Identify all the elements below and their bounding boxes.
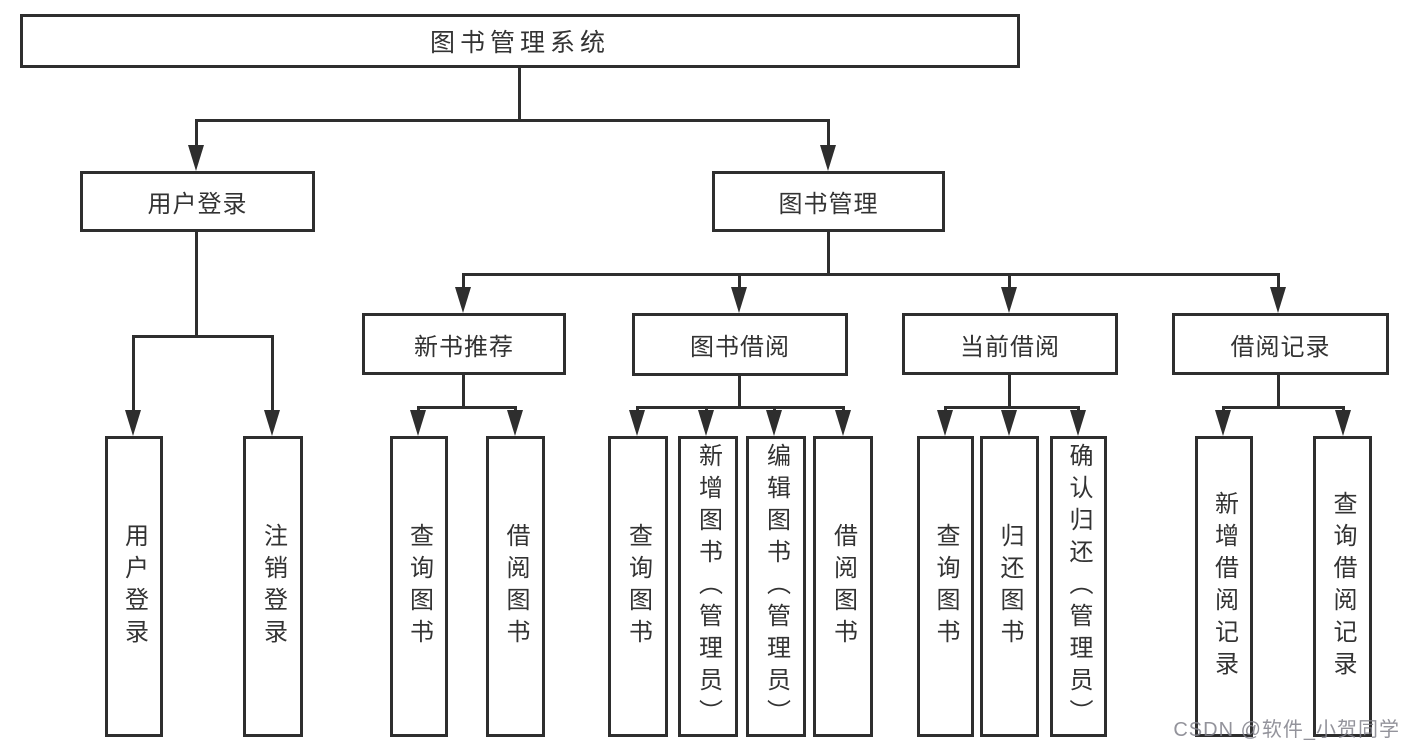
connector-line [462,273,1280,276]
leaf-edit-book-admin-label: 编辑图书（管理员） [762,442,790,731]
node-user-login-label: 用户登录 [147,191,248,218]
leaf-borrow-books-recommend: 借阅图书 [486,436,545,737]
leaf-user-login: 用户登录 [105,436,163,737]
leaf-query-books-borrow: 查询图书 [608,436,668,737]
arrowhead-icon [1215,410,1231,436]
arrowhead-icon [1335,410,1351,436]
arrowhead-icon [264,410,280,436]
node-new-book-recommend: 新书推荐 [362,313,566,375]
arrowhead-icon [188,145,204,171]
arrowhead-icon [1001,287,1017,313]
leaf-query-books-current: 查询图书 [917,436,974,737]
connector-line [1277,375,1280,408]
arrowhead-icon [698,410,714,436]
arrowhead-icon [1270,287,1286,313]
connector-line [417,406,517,409]
arrowhead-icon [820,145,836,171]
connector-line [462,273,465,291]
leaf-edit-book-admin: 编辑图书（管理员） [746,436,806,737]
leaf-logout-label: 注销登录 [259,522,287,651]
leaf-borrow-books-recommend-label: 借阅图书 [502,522,529,651]
connector-line [738,273,741,291]
leaf-query-borrow-record: 查询借阅记录 [1313,436,1372,737]
node-borrow-records-label: 借阅记录 [1230,333,1331,361]
node-root-label: 图书管理系统 [429,29,610,57]
arrowhead-icon [125,410,141,436]
node-book-borrow: 图书借阅 [632,313,848,376]
connector-line [195,119,198,149]
node-book-borrow-label: 图书借阅 [690,334,790,361]
connector-line [1008,273,1011,291]
connector-line [944,406,1080,409]
arrowhead-icon [1001,410,1017,436]
connector-line [827,232,830,275]
connector-line [1008,375,1011,408]
leaf-add-book-admin-label: 新增图书（管理员） [694,442,722,731]
arrowhead-icon [766,410,782,436]
arrowhead-icon [937,410,953,436]
arrowhead-icon [835,410,851,436]
connector-line [636,406,845,409]
connector-line [132,335,135,415]
leaf-query-books-current-label: 查询图书 [932,522,959,651]
arrowhead-icon [410,410,426,436]
leaf-user-login-label: 用户登录 [120,522,148,651]
connector-line [132,335,274,338]
connector-line [462,374,465,408]
leaf-add-borrow-record-label: 新增借阅记录 [1210,490,1238,683]
leaf-query-books-recommend-label: 查询图书 [405,522,433,651]
leaf-return-book: 归还图书 [980,436,1039,737]
leaf-logout: 注销登录 [243,436,303,737]
node-book-management-label: 图书管理 [778,191,879,218]
connector-line [195,232,198,337]
connector-line [827,119,830,149]
node-current-borrow: 当前借阅 [902,313,1118,375]
leaf-confirm-return-admin-label: 确认归还（管理员） [1065,442,1092,731]
connector-line [271,335,274,415]
leaf-add-borrow-record: 新增借阅记录 [1195,436,1253,737]
arrowhead-icon [507,410,523,436]
node-borrow-records: 借阅记录 [1172,313,1389,375]
arrowhead-icon [455,287,471,313]
node-user-login: 用户登录 [80,171,315,232]
connector-line [195,119,830,122]
csdn-watermark: CSDN @软件_小贺同学 [1173,719,1400,741]
leaf-return-book-label: 归还图书 [996,522,1023,651]
connector-line [518,68,521,122]
arrowhead-icon [1070,410,1086,436]
leaf-query-books-borrow-label: 查询图书 [624,522,652,651]
leaf-add-book-admin: 新增图书（管理员） [678,436,738,737]
leaf-borrow-books: 借阅图书 [813,436,873,737]
leaf-borrow-books-label: 借阅图书 [829,522,857,651]
node-book-management: 图书管理 [712,171,945,232]
node-new-book-recommend-label: 新书推荐 [414,333,514,361]
arrowhead-icon [731,287,747,313]
connector-line [1222,406,1345,409]
connector-line [738,375,741,408]
arrowhead-icon [629,410,645,436]
connector-line [1277,273,1280,291]
leaf-confirm-return-admin: 确认归还（管理员） [1050,436,1107,737]
leaf-query-books-recommend: 查询图书 [390,436,448,737]
node-root: 图书管理系统 [20,14,1020,68]
leaf-query-borrow-record-label: 查询借阅记录 [1329,490,1356,683]
node-current-borrow-label: 当前借阅 [960,333,1060,361]
